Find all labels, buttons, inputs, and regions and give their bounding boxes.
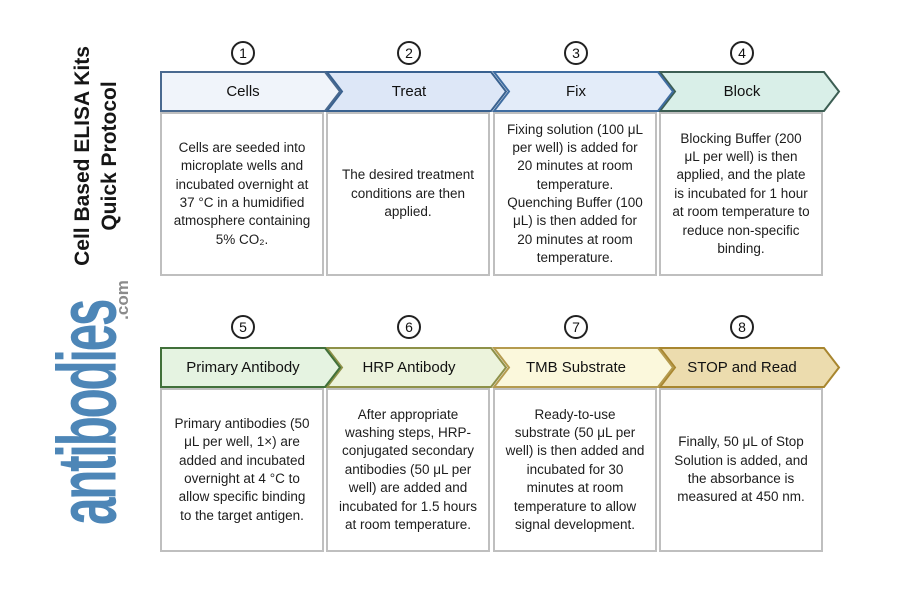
step-description-box: After appropriate washing steps, HRP-con…: [326, 388, 490, 552]
step-number-badge: 3: [564, 41, 588, 65]
step-number: 7: [572, 319, 580, 335]
step-number: 1: [239, 45, 247, 61]
step-label: Primary Antibody: [186, 359, 300, 376]
step-number: 2: [405, 45, 413, 61]
step-description: Primary antibodies (50 μL per well, 1×) …: [174, 415, 310, 523]
step-description-box: The desired treatment conditions are the…: [326, 112, 490, 276]
arrow-shape: [160, 71, 342, 112]
step-description: Blocking Buffer (200 μL per well) is the…: [672, 130, 810, 256]
arrow-shape: [324, 347, 508, 388]
step-number-badge: 1: [231, 41, 255, 65]
step-number-badge: 2: [397, 41, 421, 65]
step-description: After appropriate washing steps, HRP-con…: [338, 406, 478, 532]
step-number: 3: [572, 45, 580, 61]
step-label: STOP and Read: [687, 359, 797, 376]
arrow-banner: [160, 347, 342, 388]
step-description: The desired treatment conditions are the…: [341, 167, 475, 220]
step-description-box: Primary antibodies (50 μL per well, 1×) …: [160, 388, 324, 552]
arrow-shape: [324, 71, 508, 112]
step-label: HRP Antibody: [362, 359, 456, 376]
step-description: Finally, 50 μL of Stop Solution is added…: [674, 434, 808, 505]
step-description-box: Blocking Buffer (200 μL per well) is the…: [659, 112, 823, 276]
step-number: 6: [405, 319, 413, 335]
poster-title: Cell Based ELISA Kits Quick Protocol: [69, 46, 123, 266]
step-description-box: Ready-to-use substrate (50 μL per well) …: [493, 388, 657, 552]
step-number: 5: [239, 319, 247, 335]
step-description-box: Fixing solution (100 μL per well) is add…: [493, 112, 657, 276]
step-number-badge: 4: [730, 41, 754, 65]
step-number-badge: 6: [397, 315, 421, 339]
arrow-shape: [657, 347, 841, 388]
arrow-banner: [324, 347, 508, 388]
arrow-shape: [491, 71, 675, 112]
step-description: Fixing solution (100 μL per well) is add…: [506, 121, 644, 266]
step-number-badge: 7: [564, 315, 588, 339]
step-label: Block: [723, 83, 761, 100]
step-description: Cells are seeded into microplate wells a…: [173, 139, 311, 247]
step-label: Treat: [391, 83, 427, 100]
step-number: 8: [738, 319, 746, 335]
step-description-box: Cells are seeded into microplate wells a…: [160, 112, 324, 276]
poster-title-line1: Cell Based ELISA Kits: [71, 46, 94, 266]
step-number: 4: [738, 45, 746, 61]
step-number-badge: 5: [231, 315, 255, 339]
arrow-banner: [324, 71, 508, 112]
step-description-box: Finally, 50 μL of Stop Solution is added…: [659, 388, 823, 552]
arrow-banner: [657, 71, 841, 112]
arrow-banner: [657, 347, 841, 388]
arrow-shape: [160, 347, 342, 388]
arrow-banner: [160, 71, 342, 112]
poster-title-line2: Quick Protocol: [98, 81, 121, 231]
arrow-shape: [657, 71, 841, 112]
step-description: Ready-to-use substrate (50 μL per well) …: [505, 406, 645, 532]
step-label: Fix: [566, 83, 586, 100]
antibodies-logo: antibodies: [41, 300, 135, 526]
antibodies-logo-suffix: .com: [113, 280, 132, 320]
step-label: TMB Substrate: [525, 359, 627, 376]
arrow-banner: [491, 71, 675, 112]
step-label: Cells: [226, 83, 260, 100]
arrow-banner: [491, 347, 675, 388]
step-number-badge: 8: [730, 315, 754, 339]
arrow-shape: [491, 347, 675, 388]
